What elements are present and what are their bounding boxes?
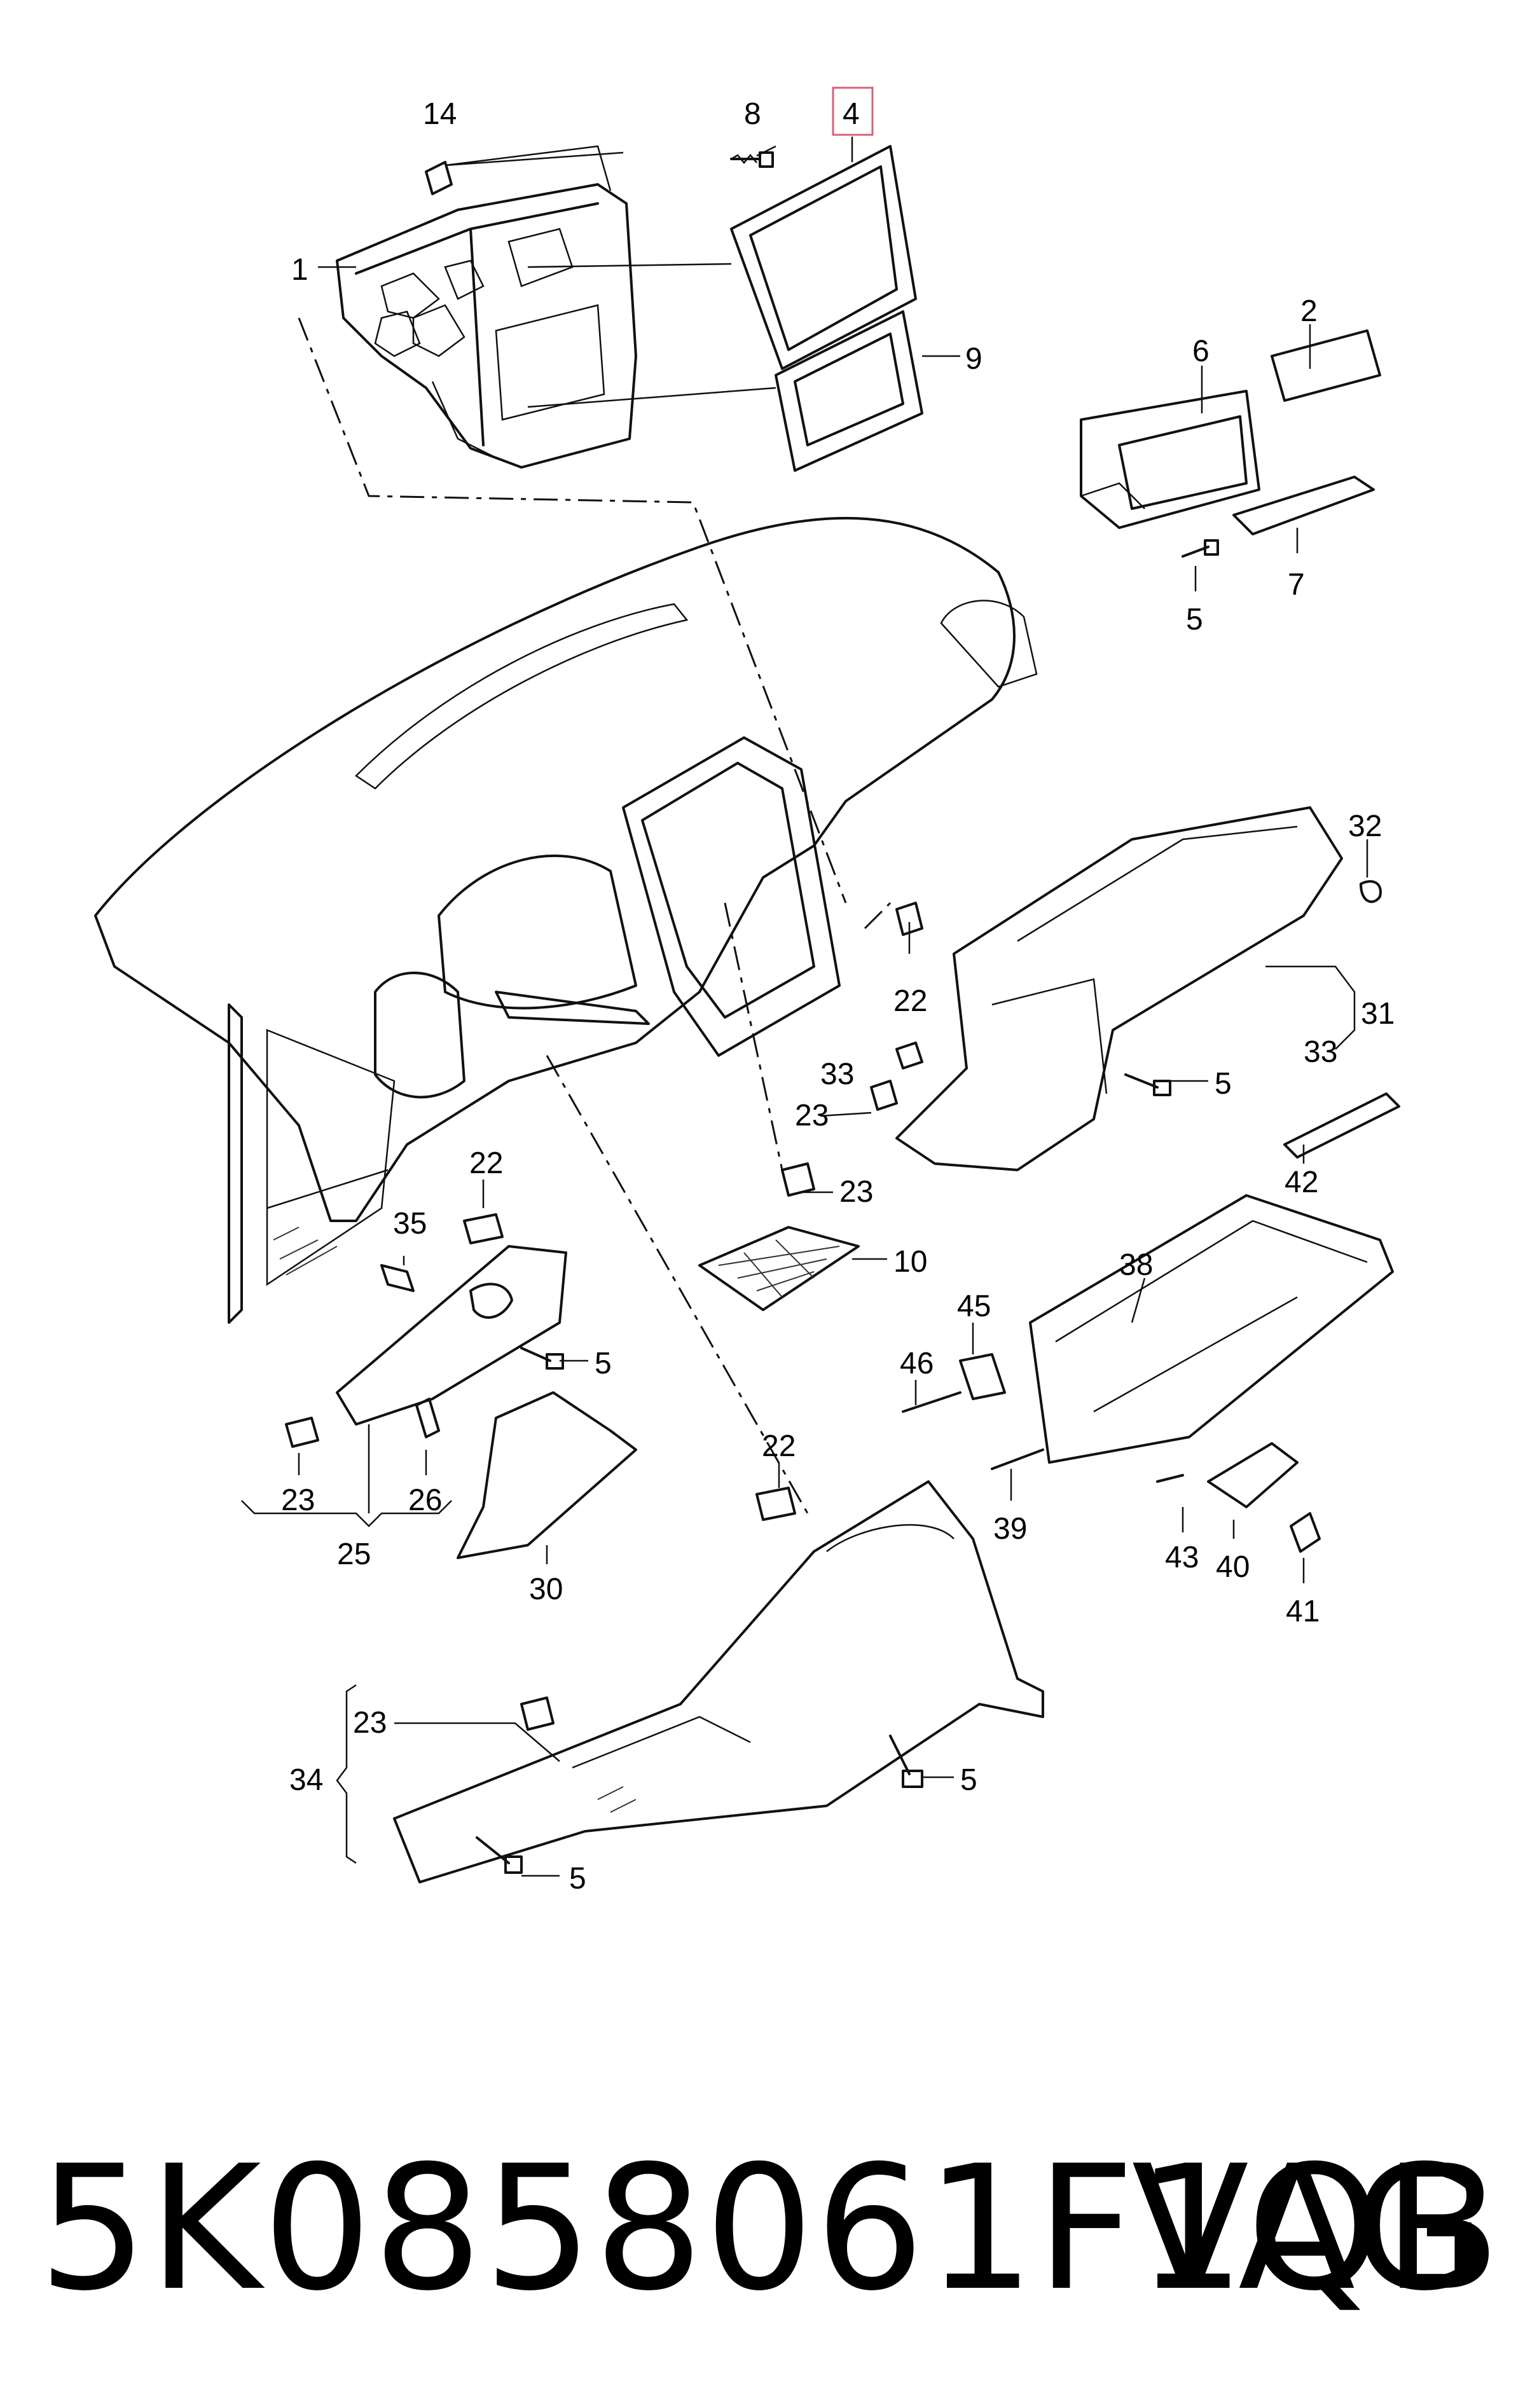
radio-mounting-frame — [336, 145, 637, 469]
callout-14: 14 — [423, 97, 457, 131]
screw-5-top — [1182, 539, 1219, 558]
footer: 5K0858061F1QB VAG — [0, 2124, 1530, 2334]
cover-2 — [1271, 329, 1381, 402]
callout-22-b: 22 — [469, 1146, 503, 1180]
callout-39: 39 — [993, 1512, 1027, 1546]
pin-46 — [902, 1391, 961, 1413]
callout-45: 45 — [957, 1290, 991, 1323]
lock-cylinder-41 — [1290, 1512, 1321, 1553]
leader-lines — [241, 137, 1368, 1877]
hinge-45 — [959, 1353, 1006, 1400]
callout-23-d: 23 — [353, 1706, 387, 1740]
callout-5-lower: 5 — [960, 1763, 977, 1797]
callout-5-left: 5 — [595, 1347, 612, 1380]
screw-8 — [730, 151, 774, 168]
callout-labels: 14 8 4 1 9 2 6 7 5 32 22 31 33 33 5 23 4… — [281, 97, 1395, 1895]
callout-41: 41 — [1286, 1595, 1320, 1628]
trim-frame-4 — [730, 145, 917, 370]
part-number: 5K0858061F1QB — [38, 2128, 1503, 2329]
callout-26: 26 — [408, 1483, 442, 1517]
callout-40: 40 — [1216, 1550, 1250, 1584]
callout-32: 32 — [1348, 809, 1382, 843]
callout-1: 1 — [291, 253, 308, 287]
screw-5-bottom — [476, 1836, 523, 1874]
brand-label: VAG — [1131, 2128, 1485, 2329]
dashboard-body — [94, 516, 1038, 1324]
callout-31: 31 — [1361, 997, 1395, 1031]
callout-33-right: 33 — [1304, 1035, 1337, 1069]
knee-panel-30 — [457, 1391, 637, 1559]
storage-bracket-6 — [1080, 390, 1260, 529]
callout-6: 6 — [1192, 334, 1210, 368]
clips-group — [285, 880, 1382, 1731]
callout-35: 35 — [393, 1207, 427, 1241]
console-side-34 — [393, 1480, 1044, 1883]
screw-5-left — [520, 1347, 564, 1370]
callout-43: 43 — [1165, 1541, 1199, 1574]
callout-42: 42 — [1285, 1166, 1318, 1199]
callout-7: 7 — [1288, 568, 1305, 602]
callout-8: 8 — [744, 97, 761, 131]
assembly-lines — [298, 317, 892, 1514]
lower-trim-25 — [336, 1245, 567, 1426]
highlight-box — [832, 86, 874, 136]
callout-5-bottom: 5 — [569, 1862, 586, 1895]
callout-9: 9 — [965, 342, 982, 376]
callout-34: 34 — [289, 1763, 323, 1797]
screw-5-lower — [889, 1735, 923, 1788]
callout-22-c: 22 — [762, 1429, 796, 1463]
callout-22-a: 22 — [893, 984, 927, 1018]
screw-5-right — [1124, 1073, 1171, 1096]
callout-5-right: 5 — [1215, 1067, 1232, 1101]
cover-7 — [1232, 476, 1375, 535]
parts-exploded-diagram: 14 8 4 1 9 2 6 7 5 32 22 31 33 33 5 23 4… — [94, 86, 1400, 1895]
lower-trim-9 — [775, 310, 923, 472]
glovebox-surround-31 — [895, 806, 1343, 1171]
callout-5-top: 5 — [1186, 603, 1203, 636]
callout-23-c: 23 — [281, 1483, 315, 1517]
callout-25: 25 — [337, 1538, 371, 1571]
callout-23-b: 23 — [839, 1175, 873, 1209]
pin-39 — [991, 1448, 1044, 1470]
screw-43 — [1156, 1474, 1184, 1483]
glovebox-lock-40 — [1207, 1442, 1299, 1508]
glovebox-38 — [1029, 1194, 1394, 1464]
clip-14 — [425, 161, 453, 195]
callout-4: 4 — [843, 97, 860, 131]
callout-2: 2 — [1300, 294, 1318, 328]
strip-42 — [1283, 1092, 1400, 1159]
callout-38: 38 — [1119, 1248, 1153, 1282]
mesh-panel-10 — [698, 1226, 860, 1311]
callout-33-left: 33 — [820, 1057, 854, 1091]
callout-10: 10 — [893, 1245, 927, 1279]
callout-46: 46 — [900, 1347, 934, 1380]
callout-23-a: 23 — [795, 1099, 829, 1132]
callout-30: 30 — [529, 1572, 563, 1606]
